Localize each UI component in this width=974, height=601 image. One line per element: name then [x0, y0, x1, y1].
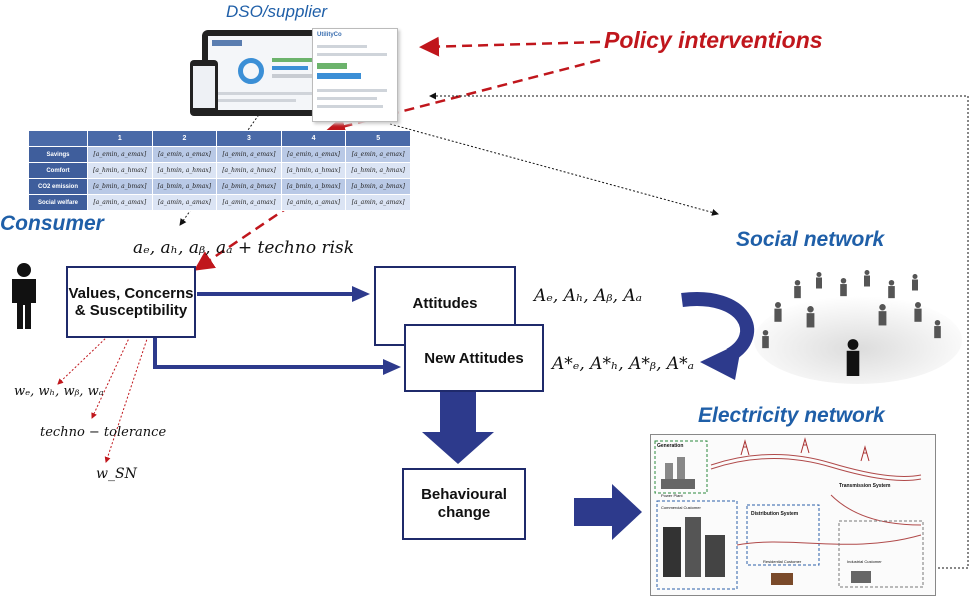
matrix-row-label: Savings	[28, 146, 88, 163]
matrix-cell: [a_bmin, a_bmax]	[345, 178, 411, 195]
matrix-row: Savings [a_emin, a_emax] [a_emin, a_emax…	[28, 146, 411, 163]
w-sn-text: w_SN	[96, 466, 137, 482]
social-network-label: Social network	[736, 228, 885, 251]
policy-arrow-to-dso	[419, 36, 601, 57]
bill-document: UtilityCo	[312, 28, 398, 122]
matrix-row: CO2 emission [a_bmin, a_bmax] [a_bmin, a…	[28, 178, 411, 195]
matrix-header-cell: 3	[216, 130, 282, 147]
dso-to-social-line	[389, 123, 719, 216]
grid-label: Residential Customer	[763, 559, 802, 564]
matrix-cell: [a_hmin, a_hmax]	[280, 162, 347, 179]
techno-tolerance-text: techno − tolerance	[40, 425, 167, 440]
grid-label: Transmission System	[839, 483, 891, 489]
grid-label: Distribution System	[751, 511, 799, 517]
matrix-row: Comfort [a_hmin, a_hmax] [a_hmin, a_hmax…	[28, 162, 411, 179]
matrix-cell: [a_amin, a_amax]	[216, 194, 282, 211]
matrix-header-cell	[28, 130, 88, 147]
matrix-header-cell: 4	[280, 130, 347, 147]
attitudes-label: Attitudes	[412, 294, 478, 312]
matrix-row-label: Social welfare	[28, 194, 88, 211]
dso-to-consumer-line	[179, 101, 269, 226]
matrix-cell: [a_hmin, a_hmax]	[345, 162, 411, 179]
policy-interventions-label: Policy interventions	[604, 27, 823, 53]
matrix-header-cell: 1	[87, 130, 153, 147]
to-wsn-line	[104, 335, 149, 463]
values-concerns-box: Values, Concerns & Susceptibility	[66, 266, 196, 338]
matrix-cell: [a_amin, a_amax]	[151, 194, 218, 211]
matrix-cell: [a_hmin, a_hmax]	[87, 162, 153, 179]
matrix-header-row: 1 2 3 4 5	[28, 130, 411, 147]
matrix-row-label: CO2 emission	[28, 178, 88, 195]
utility-brand-text: UtilityCo	[317, 32, 342, 38]
A-parameters-text: Aₑ, Aₕ, Aᵦ, Aₐ	[534, 286, 643, 306]
matrix-cell: [a_bmin, a_bmax]	[151, 178, 218, 195]
new-attitudes-box: New Attitudes	[404, 324, 544, 392]
right-arrow	[574, 484, 642, 540]
A-star-parameters-text: A*ₑ, A*ₕ, A*ᵦ, A*ₐ	[552, 354, 695, 374]
matrix-cell: [a_hmin, a_hmax]	[151, 162, 218, 179]
grid-label: Power Plant	[661, 493, 683, 498]
matrix-cell: [a_bmin, a_bmax]	[280, 178, 347, 195]
to-weights-line	[57, 335, 109, 385]
matrix-cell: [a_amin, a_amax]	[345, 194, 411, 211]
tablet-frame	[202, 30, 334, 116]
matrix-cell: [a_amin, a_amax]	[280, 194, 347, 211]
consumer-label: Consumer	[0, 212, 104, 235]
tablet-screen	[208, 36, 328, 110]
behavioural-change-box: Behavioural change	[402, 468, 526, 540]
a-parameters-text: aₑ, aₕ, aᵦ, aₐ + techno risk	[133, 238, 355, 258]
matrix-cell: [a_emin, a_emax]	[345, 146, 411, 163]
to-tolerance-line	[91, 335, 131, 419]
electricity-grid-diagram: Generation Power Plant Transmission Syst…	[650, 434, 936, 596]
feedback-loop-line	[429, 92, 969, 569]
donut-chart-icon	[238, 58, 264, 84]
dso-supplier-label: DSO/supplier	[226, 2, 328, 21]
matrix-header-cell: 2	[151, 130, 218, 147]
person-icon	[12, 263, 36, 329]
weights-text: wₑ, wₕ, wᵦ, wₐ	[14, 384, 104, 399]
matrix-cell: [a_emin, a_emax]	[216, 146, 282, 163]
down-arrow	[422, 392, 494, 464]
grid-label: Industrial Customer	[847, 559, 882, 564]
grid-label: Commercial Customer	[661, 505, 701, 510]
matrix-cell: [a_emin, a_emax]	[87, 146, 153, 163]
social-network-people	[754, 270, 962, 384]
electricity-network-label: Electricity network	[698, 404, 885, 427]
matrix-cell: [a_bmin, a_bmax]	[87, 178, 153, 195]
dso-app-mockup: UtilityCo	[190, 24, 410, 124]
matrix-cell: [a_hmin, a_hmax]	[216, 162, 282, 179]
phone-frame	[190, 60, 218, 116]
matrix-header-cell: 5	[345, 130, 411, 147]
matrix-cell: [a_bmin, a_bmax]	[216, 178, 282, 195]
matrix-row-label: Comfort	[28, 162, 88, 179]
values-to-new-attitudes-arrow	[153, 338, 385, 369]
central-person-icon	[846, 339, 860, 376]
grid-label: Generation	[657, 443, 684, 449]
policy-matrix-table: 1 2 3 4 5 Savings [a_emin, a_emax] [a_em…	[28, 130, 411, 211]
matrix-cell: [a_emin, a_emax]	[280, 146, 347, 163]
matrix-cell: [a_amin, a_amax]	[87, 194, 153, 211]
matrix-cell: [a_emin, a_emax]	[151, 146, 218, 163]
matrix-row: Social welfare [a_amin, a_amax] [a_amin,…	[28, 194, 411, 211]
